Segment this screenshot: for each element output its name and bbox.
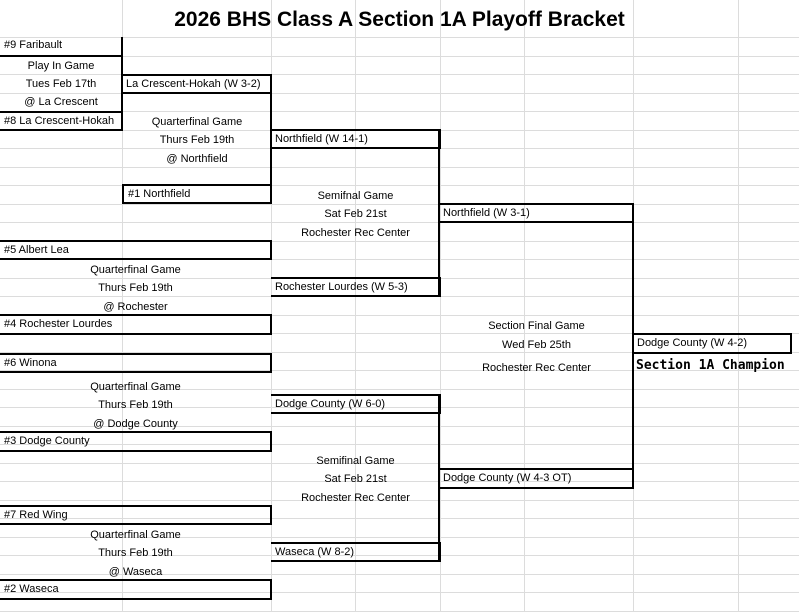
team-dodge-county[interactable]: #3 Dodge County (0, 431, 272, 452)
qf4-winner[interactable]: Waseca (W 8-2) (271, 542, 441, 562)
team-rochester-lourdes[interactable]: #4 Rochester Lourdes (0, 314, 272, 335)
play-in-date: Tues Feb 17th (25, 78, 97, 90)
qf3-venue: @ Dodge County (93, 418, 178, 430)
champion-label: Section 1A Champion (636, 358, 785, 373)
qf3-date: Thurs Feb 19th (98, 399, 173, 411)
sf1-connector (438, 129, 440, 297)
qf1-winner[interactable]: Northfield (W 14-1) (271, 129, 441, 149)
qf4-venue: @ Waseca (108, 566, 163, 578)
sf1-winner[interactable]: Northfield (W 3-1) (439, 203, 634, 223)
team-northfield[interactable]: #1 Northfield (122, 184, 272, 204)
sf2-label: Semifinal Game (316, 455, 395, 467)
qf2-label: Quarterfinal Game (90, 264, 181, 276)
play-in-winner[interactable]: La Crescent-Hokah (W 3-2) (122, 74, 272, 94)
play-in-venue: @ La Crescent (24, 96, 98, 108)
team-albert-lea[interactable]: #5 Albert Lea (0, 240, 272, 260)
team-faribault[interactable]: #9 Faribault (0, 37, 123, 57)
sf2-date: Sat Feb 21st (324, 473, 387, 485)
final-label: Section Final Game (488, 320, 585, 332)
play-in-label: Play In Game (27, 60, 95, 72)
qf2-winner[interactable]: Rochester Lourdes (W 5-3) (271, 277, 441, 297)
sf2-venue: Rochester Rec Center (301, 492, 410, 504)
final-venue: Rochester Rec Center (482, 362, 591, 374)
qf1-date: Thurs Feb 19th (159, 134, 235, 146)
sf2-winner[interactable]: Dodge County (W 4-3 OT) (439, 468, 634, 489)
qf2-date: Thurs Feb 19th (98, 282, 173, 294)
sf1-label: Semifnal Game (317, 190, 394, 202)
sf1-venue: Rochester Rec Center (301, 227, 410, 239)
page-title: 2026 BHS Class A Section 1A Playoff Brac… (174, 8, 625, 31)
final-date: Wed Feb 25th (502, 339, 571, 351)
team-red-wing[interactable]: #7 Red Wing (0, 505, 272, 525)
team-la-crescent-hokah[interactable]: #8 La Crescent-Hokah (0, 111, 123, 131)
final-winner[interactable]: Dodge County (W 4-2) (633, 333, 792, 354)
qf4-date: Thurs Feb 19th (98, 547, 173, 559)
qf4-label: Quarterfinal Game (90, 529, 181, 541)
sf2-connector (438, 394, 440, 562)
final-connector (632, 203, 634, 489)
play-in-connector (121, 37, 123, 131)
qf3-winner[interactable]: Dodge County (W 6-0) (271, 394, 441, 414)
team-winona[interactable]: #6 Winona (0, 353, 272, 373)
sf1-date: Sat Feb 21st (324, 208, 387, 220)
qf1-label: Quarterfinal Game (151, 116, 243, 128)
qf3-label: Quarterfinal Game (90, 381, 181, 393)
qf2-venue: @ Rochester (103, 301, 168, 313)
qf1-venue: @ Northfield (166, 153, 228, 165)
team-waseca[interactable]: #2 Waseca (0, 579, 272, 600)
